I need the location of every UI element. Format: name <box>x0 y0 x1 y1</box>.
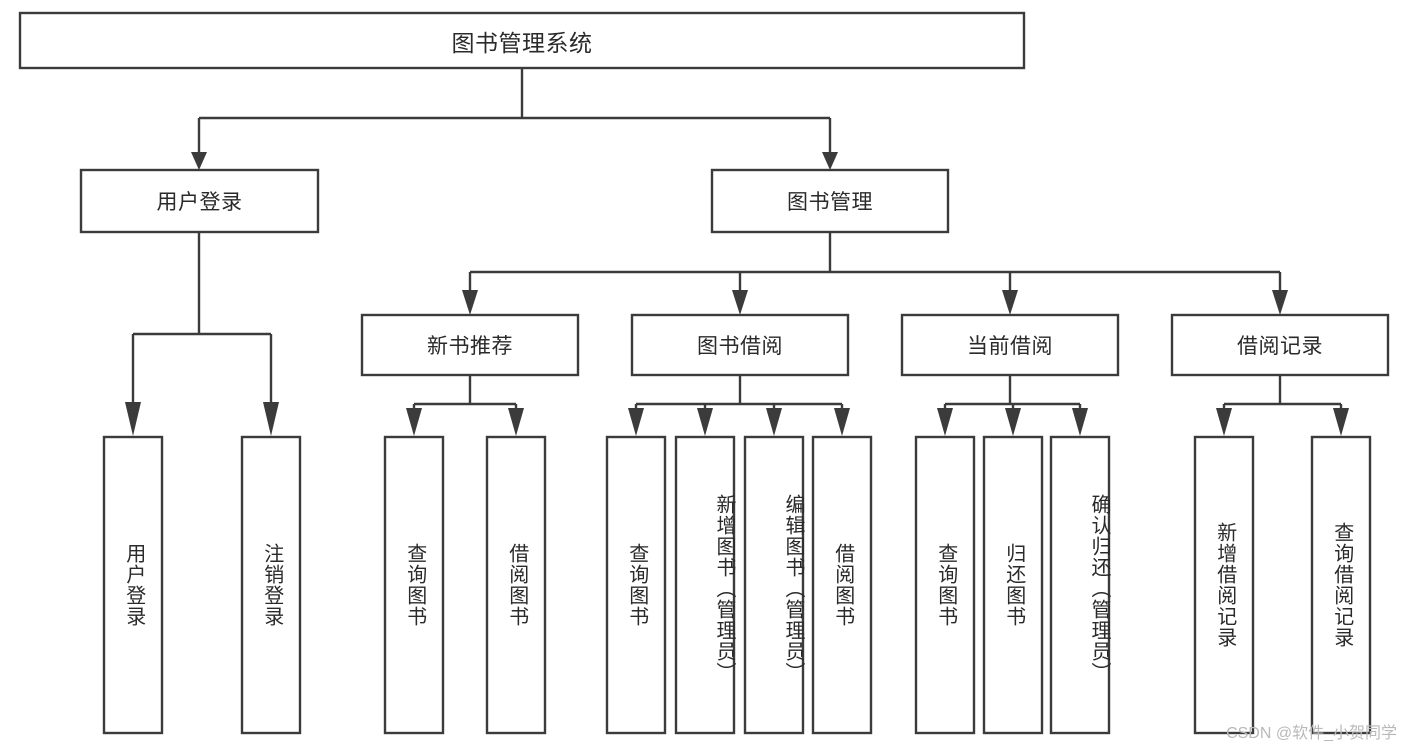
arrow-head-leaf-confirm-return <box>1072 408 1088 436</box>
node-box-leaf-logout-login[interactable] <box>240 435 302 735</box>
connector-group-root <box>191 68 838 170</box>
connector-group-user-login <box>125 232 279 436</box>
node-box-leaf-borrow-book-1[interactable] <box>485 435 547 735</box>
node-box-leaf-return-book[interactable] <box>982 435 1044 735</box>
arrow-head-leaf-logout-login <box>263 402 279 436</box>
node-box-book-management[interactable] <box>710 168 950 234</box>
arrow-head-book-management <box>822 152 838 170</box>
arrow-head-leaf-query-record <box>1333 408 1349 436</box>
node-box-leaf-user-login[interactable] <box>102 435 164 735</box>
arrow-head-leaf-add-record <box>1216 408 1232 436</box>
arrow-head-borrow-record <box>1272 290 1288 315</box>
node-box-leaf-query-book-3[interactable] <box>914 435 976 735</box>
node-box-leaf-add-record[interactable] <box>1193 435 1255 735</box>
arrow-head-book-borrow <box>732 290 748 315</box>
arrow-head-leaf-borrow-book-1 <box>508 408 524 436</box>
arrow-head-user-login <box>191 152 207 170</box>
node-box-root[interactable] <box>18 11 1026 70</box>
node-box-leaf-confirm-return[interactable] <box>1049 435 1111 735</box>
connector-group-borrow-record <box>1216 375 1349 436</box>
node-box-new-book-recommend[interactable] <box>360 313 580 377</box>
node-box-current-borrow[interactable] <box>900 313 1120 377</box>
node-box-leaf-query-book-1[interactable] <box>383 435 445 735</box>
node-box-leaf-edit-book[interactable] <box>743 435 805 735</box>
node-box-user-login[interactable] <box>79 168 320 234</box>
arrow-head-leaf-edit-book <box>766 408 782 436</box>
node-box-leaf-query-record[interactable] <box>1310 435 1372 735</box>
arrow-head-leaf-query-book-1 <box>406 408 422 436</box>
connector-group-book-management <box>462 232 1288 315</box>
arrow-head-leaf-add-book <box>697 408 713 436</box>
connector-group-current-borrow <box>937 375 1088 436</box>
node-box-leaf-query-book-2[interactable] <box>605 435 667 735</box>
arrow-head-current-borrow <box>1002 290 1018 315</box>
node-box-book-borrow[interactable] <box>630 313 850 377</box>
arrow-head-leaf-borrow-book-2 <box>834 408 850 436</box>
arrow-head-leaf-query-book-3 <box>937 408 953 436</box>
connector-group-new-book-recommend <box>406 375 524 436</box>
arrow-head-new-book <box>462 290 478 315</box>
arrow-head-leaf-user-login <box>125 402 141 436</box>
node-box-leaf-borrow-book-2[interactable] <box>811 435 873 735</box>
connector-group-book-borrow <box>628 375 850 436</box>
arrow-head-leaf-query-book-2 <box>628 408 644 436</box>
node-box-leaf-add-book[interactable] <box>674 435 736 735</box>
node-box-borrow-record[interactable] <box>1170 313 1390 377</box>
arrow-head-leaf-return-book <box>1005 408 1021 436</box>
